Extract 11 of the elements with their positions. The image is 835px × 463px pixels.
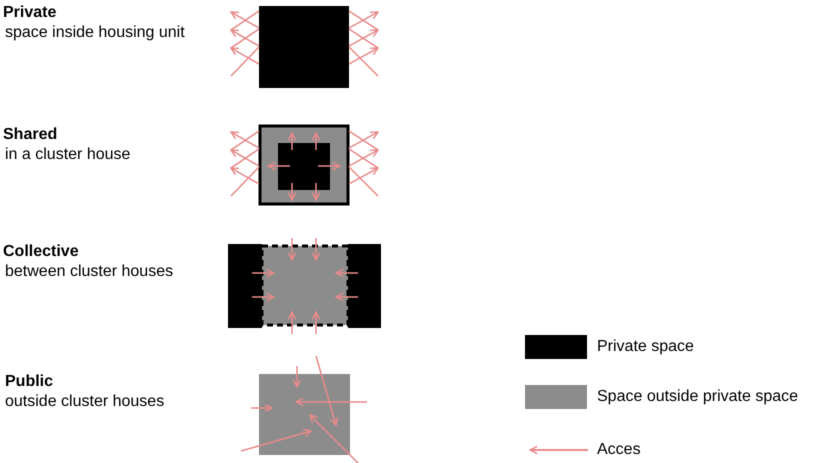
legend-label: Acces [597, 441, 641, 459]
category-description: between cluster houses [5, 263, 174, 281]
category-heading: Collective [3, 243, 79, 261]
category-heading: Public [5, 373, 54, 391]
legend-label: Private space [597, 338, 694, 356]
category-description: outside cluster houses [5, 393, 164, 411]
category-heading: Private [3, 4, 56, 22]
category-heading: Shared [3, 126, 58, 144]
category-description: space inside housing unit [5, 24, 185, 42]
category-description: in a cluster house [5, 146, 130, 164]
legend-label: Space outside private space [597, 388, 798, 406]
